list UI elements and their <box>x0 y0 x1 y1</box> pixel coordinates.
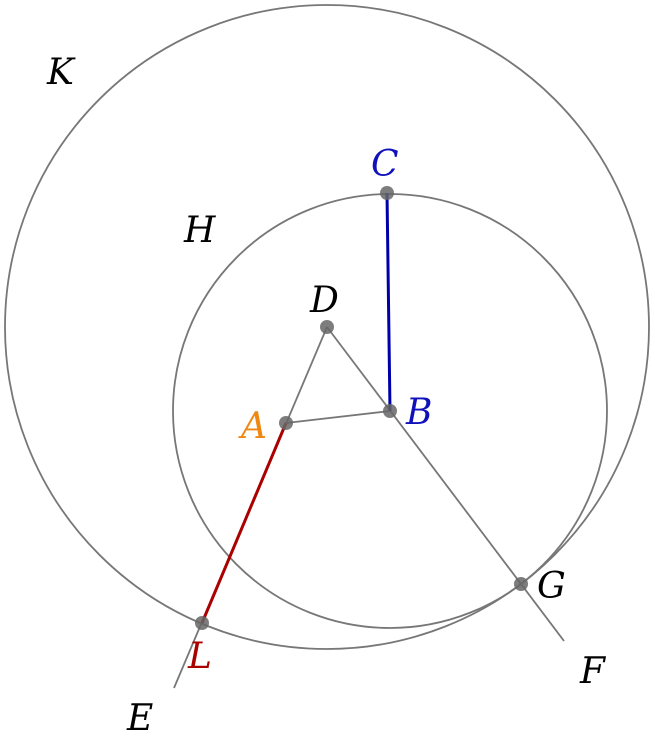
label-D: D <box>309 280 339 321</box>
point-C <box>380 186 394 200</box>
circle-K <box>4 4 650 650</box>
point-G <box>514 577 528 591</box>
label-C: C <box>371 144 399 185</box>
label-A: A <box>238 406 267 447</box>
point-A <box>279 416 293 430</box>
ray-DF <box>326 326 565 642</box>
label-K: K <box>46 52 76 93</box>
point-L <box>195 616 209 630</box>
label-L: L <box>187 636 212 677</box>
label-E: E <box>126 698 153 737</box>
point-B <box>383 404 397 418</box>
point-D <box>320 320 334 334</box>
segment-BC <box>385 192 392 412</box>
label-G: G <box>537 566 566 607</box>
label-B: B <box>405 392 432 433</box>
segment-AB <box>285 410 391 424</box>
segment-AL <box>200 422 288 624</box>
label-F: F <box>579 651 607 692</box>
label-H: H <box>183 210 216 251</box>
